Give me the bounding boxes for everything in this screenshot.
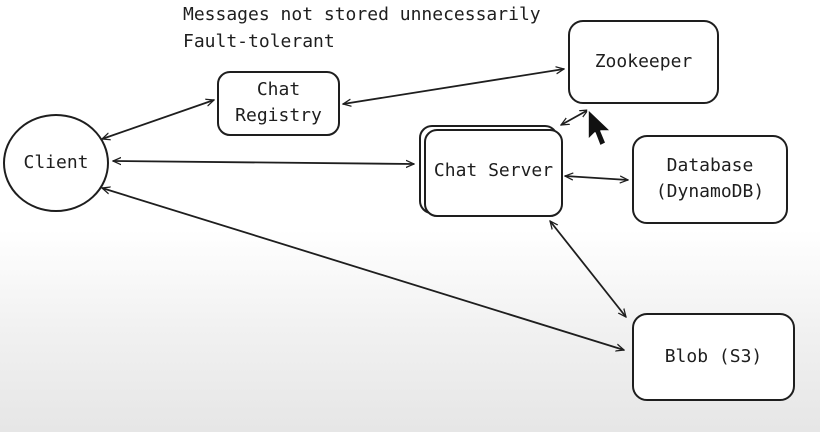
- arrow-registry-zookeeper: [343, 69, 564, 104]
- chat-server-label: Chat Server: [433, 160, 554, 181]
- chat-registry-label-line1: Chat: [256, 79, 301, 100]
- note-fault-tolerant: Fault-tolerant: [183, 31, 335, 52]
- arrow-client-chatserver: [113, 161, 414, 164]
- note-messages-not-stored: Messages not stored unnecessarily: [183, 4, 541, 25]
- database-label-line1: Database: [666, 155, 754, 176]
- zookeeper-label: Zookeeper: [594, 51, 693, 72]
- arrow-client-registry: [102, 100, 214, 139]
- zookeeper-node: [568, 20, 719, 104]
- database-label-line2: (DynamoDB): [655, 181, 765, 202]
- database-node: [632, 135, 788, 224]
- arrow-client-blob: [102, 188, 624, 350]
- blob-node: [632, 313, 795, 401]
- arrow-chatserver-blob: [550, 221, 626, 317]
- arrow-chatserver-database: [565, 176, 628, 180]
- chat-registry-label-line2: Registry: [235, 105, 322, 126]
- arrow-chatserver-zookeeper: [561, 109, 588, 126]
- blob-label: Blob (S3): [664, 346, 763, 367]
- chat-registry-node: [217, 71, 340, 136]
- client-node: [3, 114, 109, 212]
- client-label: Client: [23, 152, 89, 173]
- mouse-cursor-icon: [587, 108, 612, 147]
